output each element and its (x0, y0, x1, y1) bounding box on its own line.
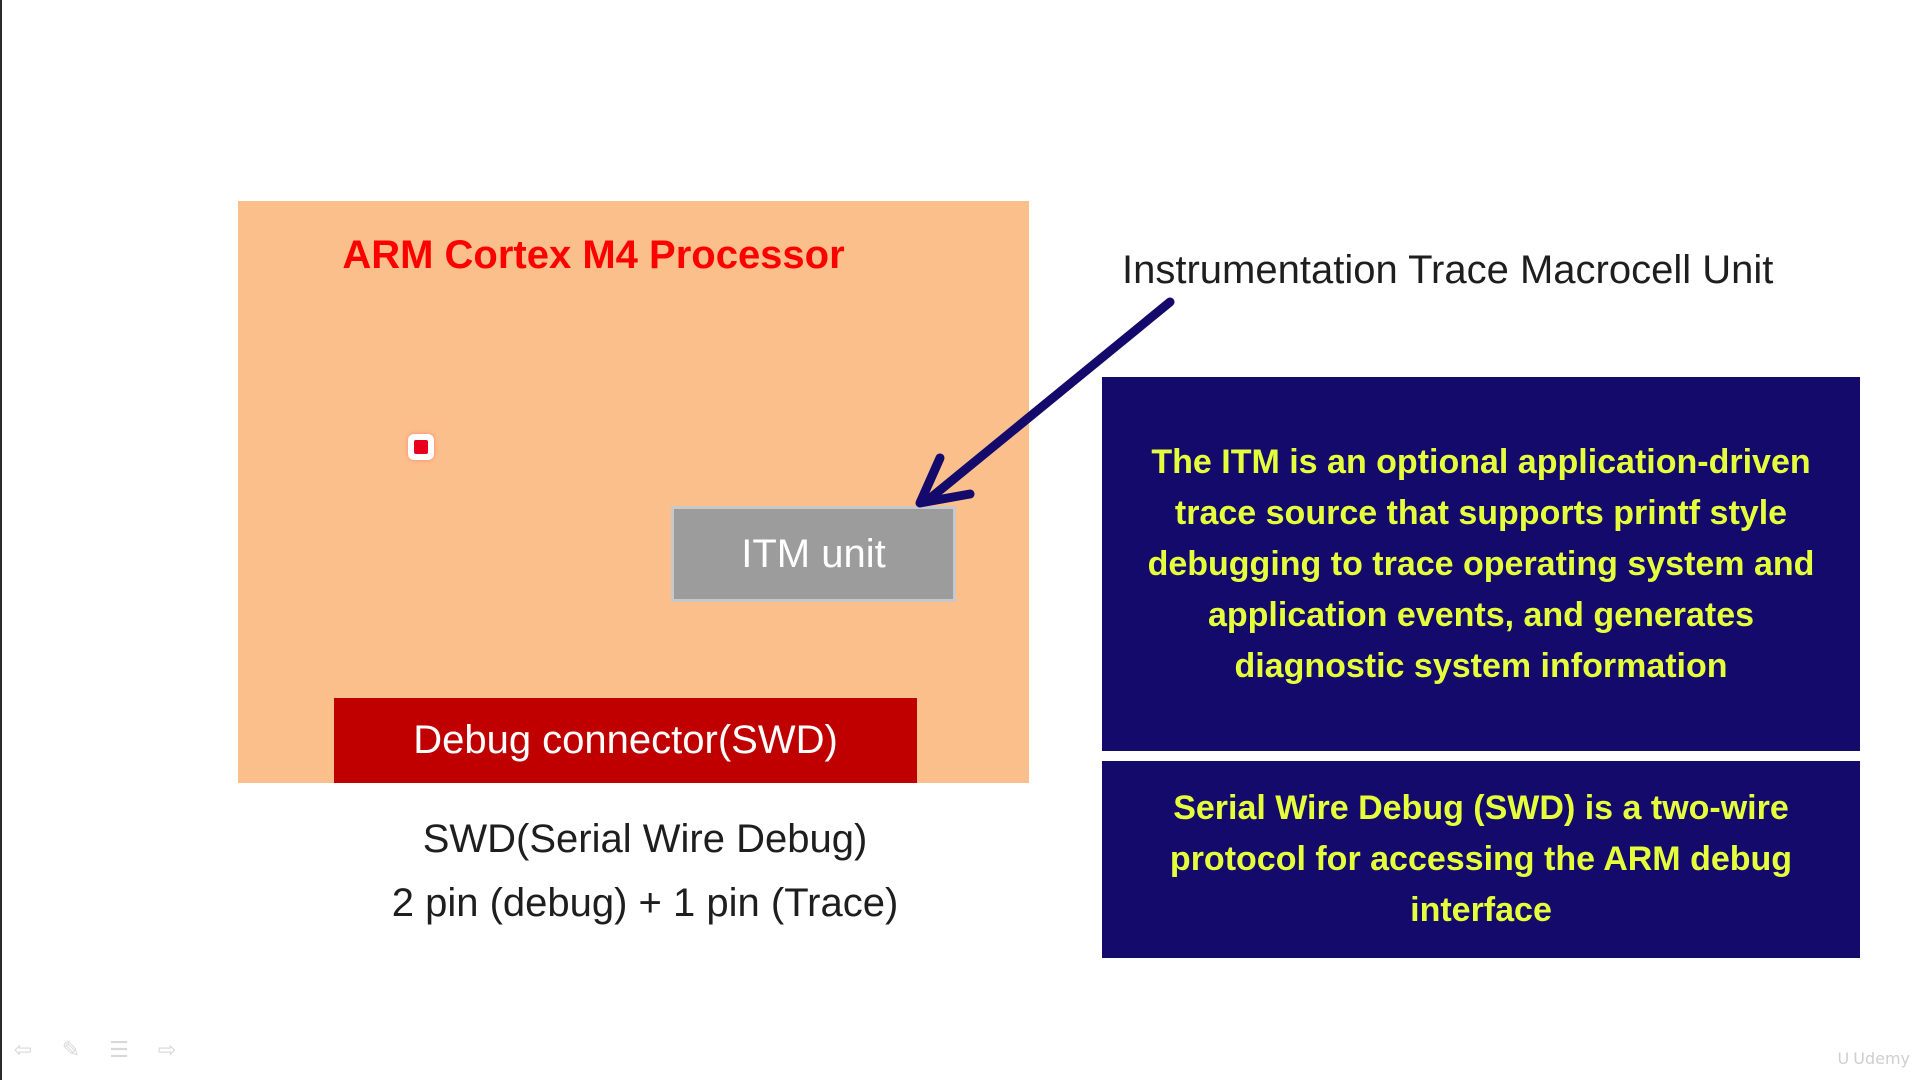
swd-description-box: Serial Wire Debug (SWD) is a two-wire pr… (1102, 761, 1860, 958)
slide-left-border (0, 0, 2, 1080)
arrow-right-icon[interactable]: ⇨ (157, 1038, 177, 1063)
itm-unit-block: ITM unit (671, 506, 956, 602)
itm-description-box: The ITM is an optional application-drive… (1102, 377, 1860, 751)
swd-caption-line2: 2 pin (debug) + 1 pin (Trace) (391, 881, 899, 925)
slide-toolbar: ⇦ ✎ ☰ ⇨ (10, 1040, 180, 1062)
swd-description-text: Serial Wire Debug (SWD) is a two-wire pr… (1169, 789, 1793, 929)
arrow-left-icon[interactable]: ⇦ (13, 1038, 33, 1063)
debug-connector-label: Debug connector(SWD) (413, 718, 838, 762)
swd-caption-line1: SWD(Serial Wire Debug) (422, 817, 868, 861)
itm-unit-label: ITM unit (741, 531, 886, 576)
itm-callout-label: Instrumentation Trace Macrocell Unit (1122, 248, 1774, 292)
menu-icon[interactable]: ☰ (109, 1038, 129, 1063)
itm-description-text: The ITM is an optional application-drive… (1147, 442, 1815, 685)
watermark-brand: Udemy (1853, 1049, 1910, 1068)
processor-title: ARM Cortex M4 Processor (342, 233, 845, 277)
udemy-watermark: U Udemy (1838, 1049, 1910, 1068)
swd-caption: SWD(Serial Wire Debug) 2 pin (debug) + 1… (340, 807, 950, 935)
processor-block: ARM Cortex M4 Processor ITM unit Debug c… (238, 201, 1029, 783)
udemy-logo-icon: U (1837, 1049, 1850, 1068)
cursor-dot-icon (408, 434, 434, 460)
pen-icon[interactable]: ✎ (61, 1038, 81, 1063)
debug-connector-block: Debug connector(SWD) (334, 698, 917, 783)
